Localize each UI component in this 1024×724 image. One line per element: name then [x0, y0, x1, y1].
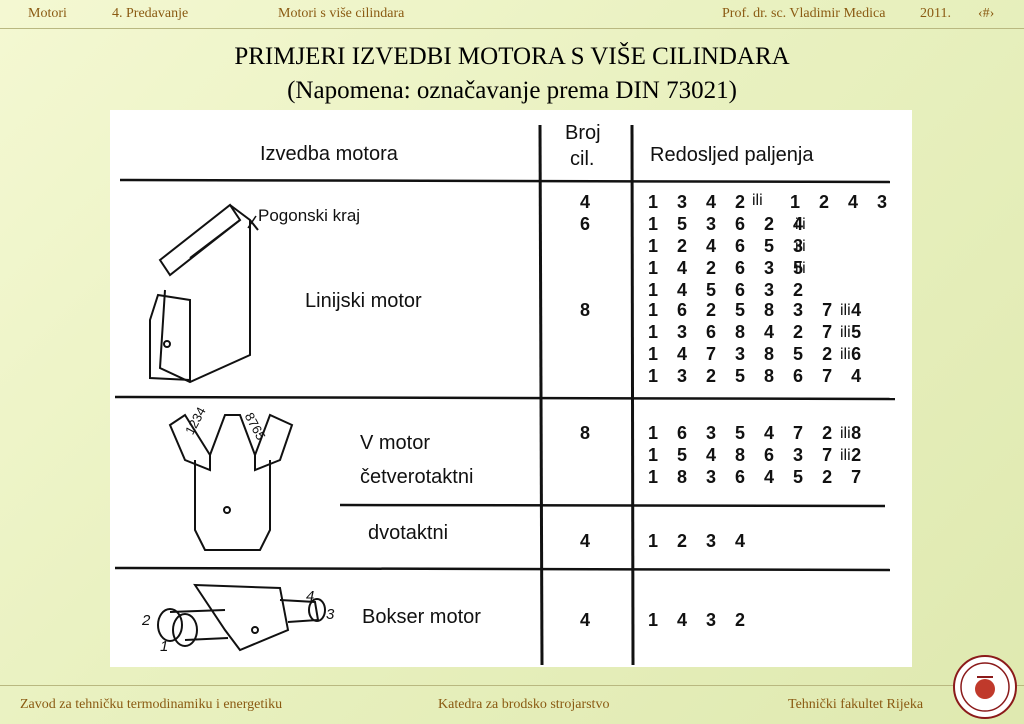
col-header-cylinders-bottom: cil.	[570, 148, 595, 170]
header-year: 2011.	[920, 6, 951, 21]
header-page-number: ‹#›	[978, 6, 995, 21]
header-lecture: 4. Predavanje	[112, 6, 189, 21]
two-stroke-label: dvotaktni	[368, 522, 449, 544]
firing-order-8-1: 1 6 2 5 8 3 7 4	[648, 300, 869, 320]
drive-end-label: Pogonski kraj	[258, 206, 361, 225]
v-firing-order-1: 1 6 3 5 4 7 2 8	[648, 423, 869, 443]
firing-order-8-4: 1 3 2 5 8 6 7 4	[648, 366, 869, 386]
or-label: ili	[752, 192, 763, 209]
firing-order-6-1: 1 5 3 6 2 4	[648, 214, 811, 234]
firing-order-6-4: 1 4 5 6 3 2	[648, 280, 811, 300]
boxer-cyl-label-2: 2	[142, 612, 151, 629]
or-label: ili	[795, 238, 806, 255]
inline-engine-label: Linijski motor	[305, 290, 422, 312]
or-label: ili	[840, 447, 851, 464]
firing-order-8-3: 1 4 7 3 8 5 2 6	[648, 344, 869, 364]
cyl-count-6: 6	[580, 214, 597, 234]
two-stroke-firing-order: 1 2 3 4	[648, 531, 753, 551]
slide-title: PRIMJERI IZVEDBI MOTORA S VIŠE CILINDARA	[234, 43, 790, 70]
slide-footer: Zavod za tehničku termodinamiku i energe…	[0, 685, 1024, 724]
footer-institute: Zavod za tehničku termodinamiku i energe…	[20, 697, 283, 712]
slide-subtitle: (Napomena: označavanje prema DIN 73021)	[287, 77, 737, 104]
faculty-seal-logo	[953, 655, 1017, 719]
or-label: ili	[840, 425, 851, 442]
boxer-cyl-label-4: 4	[306, 588, 315, 605]
or-label: ili	[840, 302, 851, 319]
cyl-count-4: 4	[580, 192, 597, 212]
cyl-count-8: 8	[580, 300, 597, 320]
boxer-firing-order: 1 4 3 2	[648, 610, 753, 630]
col-header-design: Izvedba motora	[260, 143, 398, 165]
v-firing-order-2: 1 5 4 8 6 3 7 2	[648, 445, 869, 465]
firing-order-4b: 1 2 4 3	[790, 192, 895, 212]
firing-order-6-3: 1 4 2 6 3 5	[648, 258, 811, 278]
v-firing-order-3: 1 8 3 6 4 5 2 7	[648, 467, 869, 487]
boxer-engine-drawing	[157, 583, 326, 652]
inline-engine-drawing	[149, 203, 259, 384]
header-author: Prof. dr. sc. Vladimir Medica	[722, 6, 886, 21]
header-course: Motori	[28, 6, 67, 21]
boxer-engine-label: Bokser motor	[362, 606, 481, 628]
drive-end-arrow	[247, 215, 257, 229]
v-engine-label: V motor	[360, 432, 431, 454]
footer-department: Katedra za brodsko strojarstvo	[438, 697, 610, 712]
or-label: ili	[795, 216, 806, 233]
v-engine-drawing	[168, 413, 294, 551]
or-label: ili	[840, 346, 851, 363]
two-stroke-cyl-count: 4	[580, 531, 597, 551]
boxer-cyl-label-3: 3	[326, 606, 335, 623]
header-topic: Motori s više cilindara	[278, 6, 405, 21]
four-stroke-label: četverotaktni	[360, 466, 474, 488]
or-label: ili	[795, 260, 806, 277]
slide-header: Motori 4. Predavanje Motori s više cilin…	[0, 0, 1024, 29]
boxer-cyl-label-1: 1	[160, 638, 169, 655]
boxer-cyl-count: 4	[580, 610, 597, 630]
footer-faculty: Tehnički fakultet Rijeka	[788, 697, 924, 712]
v-cyl-count-8: 8	[580, 423, 597, 443]
firing-order-4a: 1 3 4 2	[648, 192, 753, 212]
firing-order-table: Izvedba motora Broj cil. Redosljed palje…	[110, 110, 912, 667]
firing-order-6-2: 1 2 4 6 5 3	[648, 236, 811, 256]
table-lines-and-drawings	[114, 124, 896, 666]
col-header-cylinders-top: Broj	[565, 122, 601, 144]
col-header-firing-order: Redosljed paljenja	[650, 144, 814, 166]
firing-order-8-2: 1 3 6 8 4 2 7 5	[648, 322, 869, 342]
or-label: ili	[840, 324, 851, 341]
